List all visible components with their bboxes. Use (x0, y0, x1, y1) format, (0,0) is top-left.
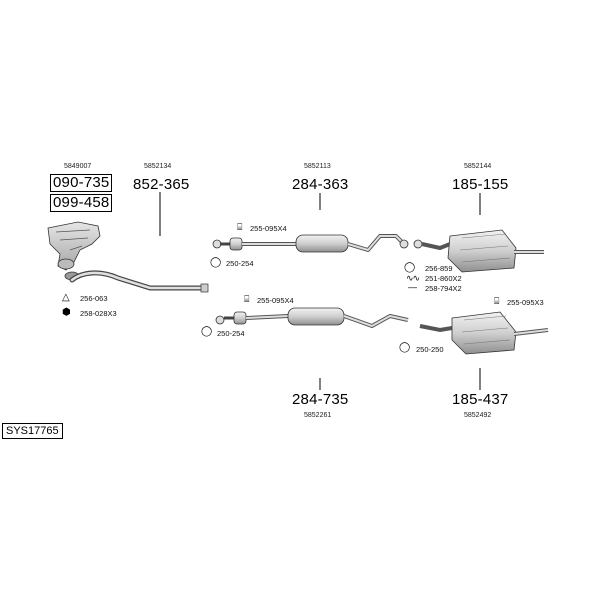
ring-icon: ◯ (210, 257, 222, 268)
nut-icon: ⬢ (62, 307, 71, 318)
middle-silencer-icon (212, 234, 409, 253)
rear-silencer-alt-icon (419, 311, 549, 355)
accessory-code[interactable]: 258-028X3 (80, 309, 117, 318)
part-number-link[interactable]: 284-363 (292, 176, 349, 193)
accessory-code[interactable]: 250-254 (217, 329, 245, 338)
oem-number: 5852261 (304, 412, 332, 419)
clamp-icon: ⌸ (494, 296, 500, 306)
part-number-link[interactable]: 852-365 (133, 176, 190, 193)
part-number-link[interactable]: 185-437 (452, 391, 509, 408)
ring-icon: ◯ (201, 326, 213, 337)
clamp-icon: ⌸ (237, 222, 243, 232)
oem-number: 5852134 (144, 163, 172, 170)
gasket-icon: ◯ (404, 262, 416, 273)
accessory-code[interactable]: 258-794X2 (425, 284, 462, 293)
oem-number: 5852144 (464, 163, 492, 170)
accessory-code[interactable]: 256-859 (425, 264, 453, 273)
system-code-label: SYS17765 (2, 423, 63, 439)
bolt-icon: — (408, 282, 417, 292)
oem-number: 5852113 (304, 163, 331, 170)
gasket-icon: △ (62, 292, 70, 303)
part-number-link[interactable]: 284-735 (292, 391, 349, 408)
oem-number: 5849007 (64, 163, 92, 170)
accessory-code[interactable]: 255-095X4 (250, 224, 287, 233)
spring-icon: ∿∿ (406, 273, 420, 283)
ring-icon: ◯ (399, 342, 411, 353)
part-number-link[interactable]: 090-735 (50, 174, 113, 192)
rear-silencer-icon (413, 229, 544, 273)
clamp-icon: ⌸ (244, 294, 250, 304)
accessory-code[interactable]: 251-860X2 (425, 274, 462, 283)
middle-silencer-alt-icon (215, 307, 409, 328)
accessory-code[interactable]: 255-095X3 (507, 298, 544, 307)
accessory-code[interactable]: 250-254 (226, 259, 254, 268)
part-number-link[interactable]: 185-155 (452, 176, 509, 193)
front-pipe-icon (69, 270, 209, 293)
accessory-code[interactable]: 250-250 (416, 345, 444, 354)
accessory-code[interactable]: 255-095X4 (257, 296, 294, 305)
part-number-link[interactable]: 099-458 (50, 194, 113, 212)
oem-number: 5852492 (464, 412, 492, 419)
accessory-code[interactable]: 256-063 (80, 294, 108, 303)
